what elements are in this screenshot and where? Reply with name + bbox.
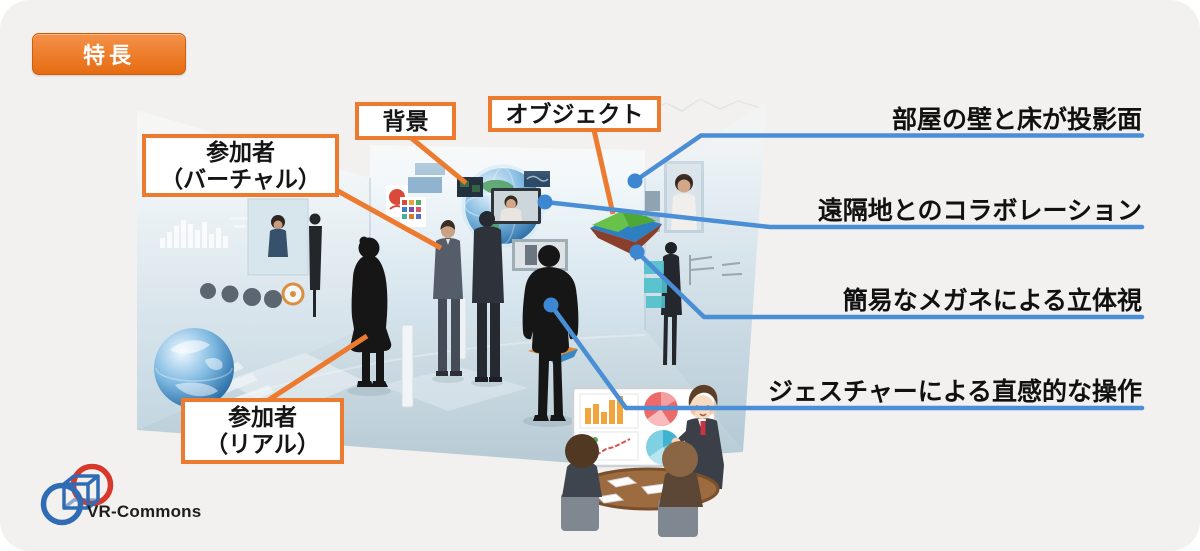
vr-commons-logo: VR-Commons [36,462,266,532]
callout-object-label: オブジェクト [505,100,644,127]
callout-participant-virtual: 参加者 （バーチャル） [142,134,339,197]
vr-cube-icon [62,474,100,510]
callout-background-label: 背景 [382,107,429,134]
meeting-illustration [561,384,724,537]
feature-badge-label: 特長 [82,43,135,68]
wall-presenter-screen [247,198,309,276]
feature-badge: 特長 [32,33,186,75]
shadow [347,386,391,396]
remote-video-window [491,188,541,224]
seated-person-left [561,434,602,531]
vr-commons-logo-text: VR-Commons [87,502,202,521]
callout-object: オブジェクト [488,96,661,132]
feature-label-gesture: ジェスチャーによる直感的な操作 [767,378,1142,406]
virtual-participant-back [472,211,504,382]
seated-person-right [658,441,703,537]
callout-participant-real: 参加者 （リアル） [181,398,344,464]
callout-participant-virtual-line2: （バーチャル） [160,165,321,192]
floor-globe [154,328,234,408]
virtual-participant-suit [433,220,463,376]
wall-standing-figure [309,213,322,317]
logo-blue-circle [40,482,84,526]
callout-background: 背景 [355,102,456,140]
wall-bar-chart [160,217,248,248]
wall-menu-icons [200,282,305,308]
feature-label-stereoscopic: 簡易なメガネによる立体視 [842,287,1142,315]
kiosk-pillar [401,324,414,408]
callout-participant-real-line1: 参加者 [228,404,297,430]
feature-label-projection: 部屋の壁と床が投影面 [891,106,1142,134]
callout-participant-virtual-line1: 参加者 [206,138,275,165]
whiteboard-pie-red [644,391,678,426]
feature-label-collaboration: 遠隔地とのコラボレーション [817,197,1142,225]
vr-commons-logo-icon [40,463,114,526]
shelf-items [644,261,667,308]
callout-participant-real-line2: （リアル） [205,431,320,457]
shadow [432,375,464,383]
